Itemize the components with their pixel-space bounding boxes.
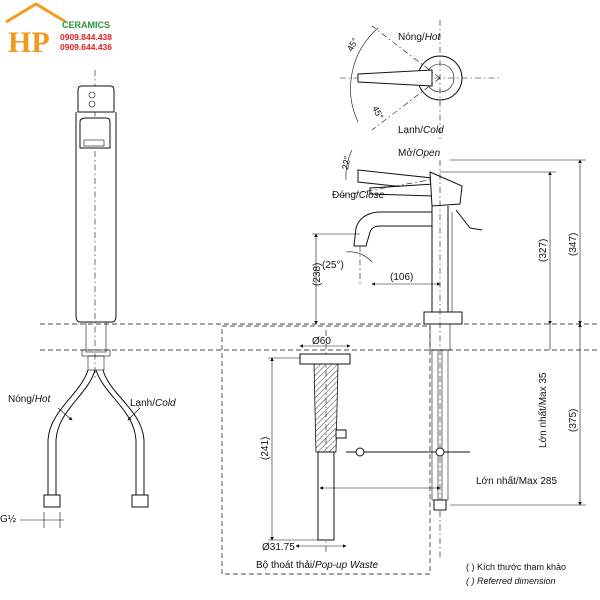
side-view: 22° Mở/Open Đóng/Close (238) (25°) (106) xyxy=(312,147,586,560)
angle-45-top: 45° xyxy=(345,36,360,53)
phone-2: 0909.644.436 xyxy=(60,42,112,52)
open-label: Mở/Open xyxy=(398,147,441,159)
waste-label: Bộ thoát thải/Pop-up Waste xyxy=(256,560,379,571)
legend-vn: ( ) Kích thước tham khảo xyxy=(466,562,566,572)
dim-347: (347) xyxy=(568,233,579,256)
dim-238: (238) xyxy=(312,263,323,286)
top-view: 45° 45° Nóng/Hot Lạnh/Cold xyxy=(340,20,500,140)
cold-label-top: Lạnh/Cold xyxy=(398,125,444,136)
dim-375: (375) xyxy=(568,409,579,432)
angle-22: 22° xyxy=(340,155,352,171)
popup-waste: Ø60 Lớn nhất/Max 285 (241) Ø31.75 Bộ tho… xyxy=(221,325,557,575)
logo-name: CERAMICS xyxy=(62,20,110,30)
legend-en: ( ) Referred dimension xyxy=(466,576,556,586)
close-label: Đóng/Close xyxy=(332,190,385,201)
angle-25: (25°) xyxy=(322,260,344,271)
cold-label-left: Lạnh/Cold xyxy=(130,398,176,409)
logo-letters: HP xyxy=(8,26,50,59)
roof-icon xyxy=(5,2,67,24)
hot-label-top: Nóng/Hot xyxy=(398,32,441,43)
dim-327: (327) xyxy=(538,239,549,262)
brand-logo: HP CERAMICS 0909.844.438 0909.644.436 xyxy=(5,2,112,59)
front-view: Nóng/Hot Lạnh/Cold G½ xyxy=(0,70,176,528)
hot-label-left: Nóng/Hot xyxy=(8,394,51,405)
dim-241: (241) xyxy=(260,437,271,460)
phone-1: 0909.844.438 xyxy=(60,32,112,42)
max-285-label: Lớn nhất/Max 285 xyxy=(476,475,557,487)
angle-45-bottom: 45° xyxy=(370,104,385,121)
max-35-label: Lớn nhất/Max 35 xyxy=(537,372,549,448)
dim-31-75: Ø31.75 xyxy=(262,542,295,553)
dim-106: (106) xyxy=(390,272,413,283)
g-half-label: G½ xyxy=(0,514,17,525)
dim-60: Ø60 xyxy=(312,336,331,347)
